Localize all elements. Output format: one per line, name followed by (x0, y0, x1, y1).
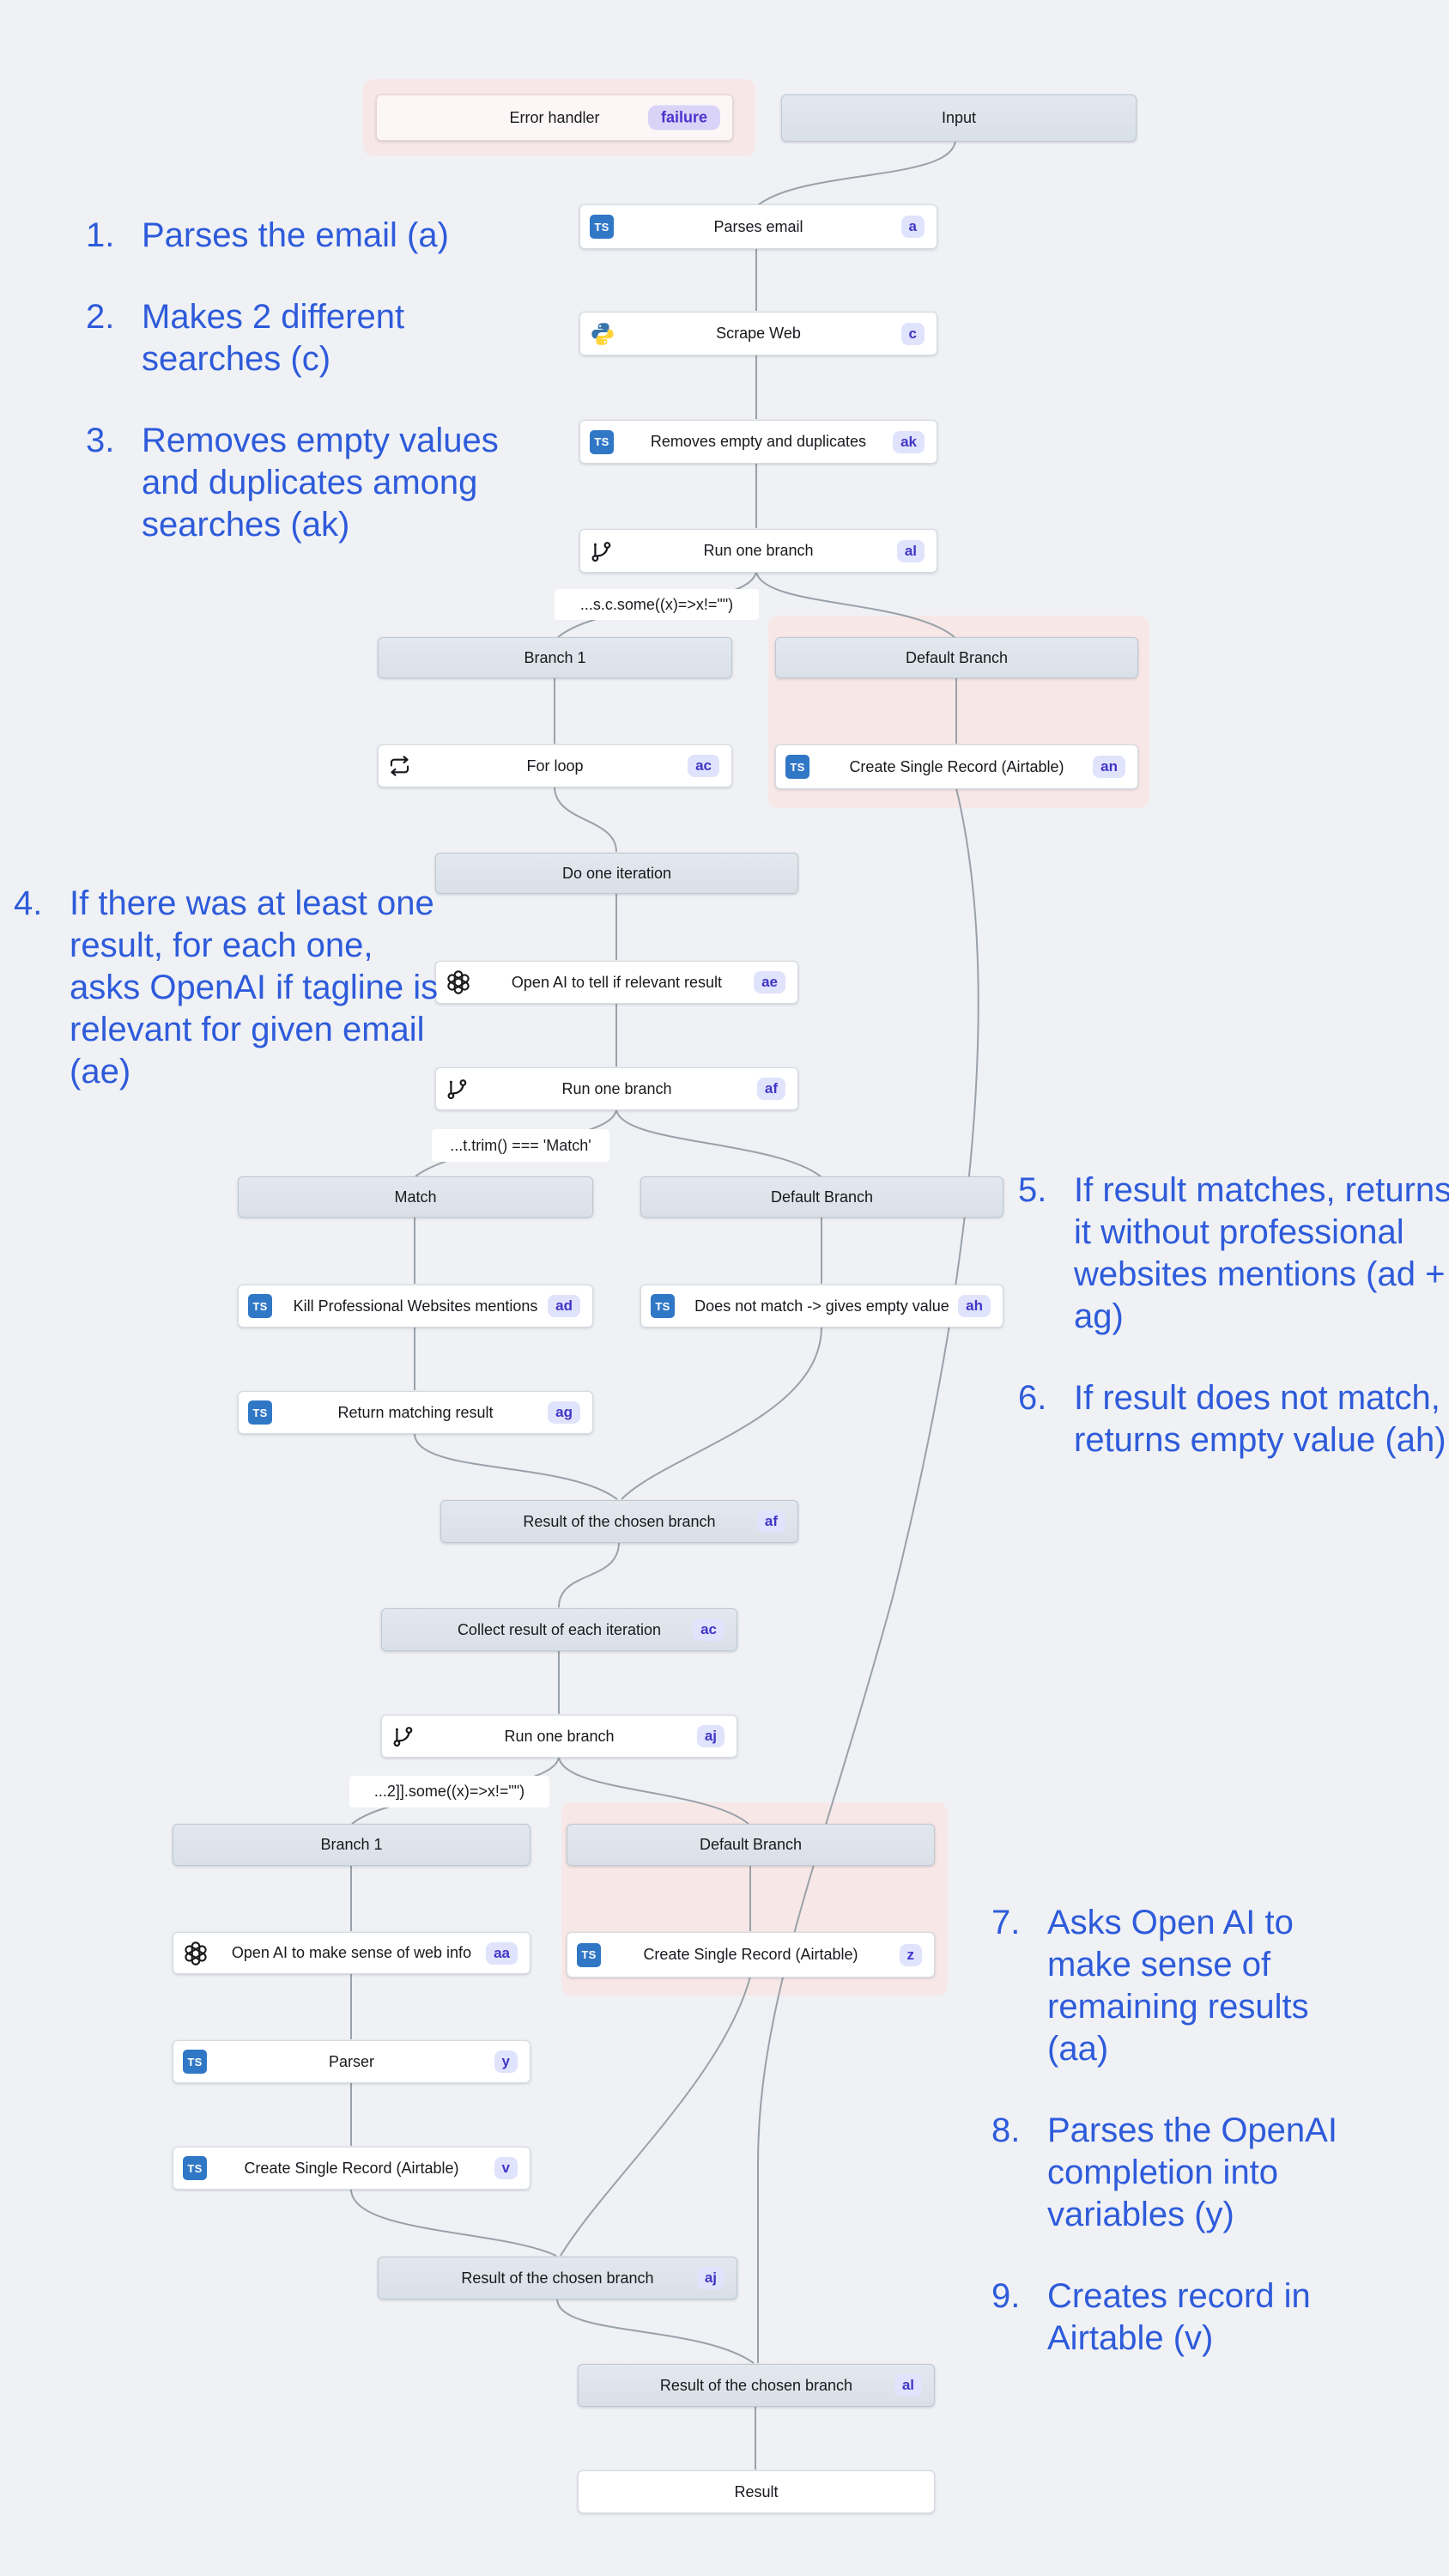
node-create-record-an[interactable]: TS Create Single Record (Airtable) an (775, 744, 1138, 789)
branch-condition-label: ...t.trim() === 'Match' (432, 1129, 609, 1162)
branch-condition-label: ...2]].some((x)=>x!="") (349, 1776, 549, 1807)
branch-condition-label: ...s.c.some((x)=>x!="") (555, 589, 759, 620)
node-scrape-web[interactable]: Scrape Web c (579, 312, 937, 355)
node-id-badge: aj (696, 1725, 724, 1747)
node-run-one-branch-al[interactable]: Run one branch al (579, 529, 937, 573)
git-branch-icon (391, 1724, 415, 1748)
node-return-matching-result[interactable]: TS Return matching result ag (238, 1391, 593, 1434)
edge (556, 2298, 755, 2364)
node-run-one-branch-aj[interactable]: Run one branch aj (381, 1715, 737, 1758)
edge (414, 1432, 618, 1500)
node-id-badge: c (900, 322, 925, 345)
header-branch-1-bottom[interactable]: Branch 1 (173, 1824, 530, 1866)
annotation-item: 8. Parses the OpenAI completion into var… (991, 2111, 1337, 2233)
header-result-chosen-branch-af[interactable]: Result of the chosen branch af (440, 1500, 798, 1543)
header-do-one-iteration[interactable]: Do one iteration (435, 853, 798, 894)
edge (554, 786, 617, 853)
git-branch-icon (590, 539, 614, 563)
node-id-badge: v (494, 2157, 518, 2179)
annotation-item: 9. Creates record in Airtable (v) (991, 2277, 1311, 2357)
typescript-icon: TS (651, 1294, 675, 1318)
node-id-badge: al (894, 2374, 922, 2397)
header-collect-results[interactable]: Collect result of each iteration ac (381, 1608, 737, 1651)
annotation-item: 1. Parses the email (a) (86, 216, 449, 254)
annotation-block-4: 7. Asks Open AI to make sense of remaini… (991, 1902, 1361, 2399)
node-id-badge: aj (696, 2267, 724, 2289)
typescript-icon: TS (590, 429, 614, 454)
header-default-branch-top[interactable]: Default Branch (775, 637, 1138, 678)
node-id-badge: aa (486, 1941, 518, 1965)
node-id-badge: ag (548, 1401, 580, 1424)
annotation-item: 3. Removes empty values and duplicates a… (86, 422, 499, 544)
typescript-icon: TS (183, 2156, 207, 2180)
node-id-badge: al (896, 539, 925, 562)
node-for-loop[interactable]: For loop ac (378, 744, 732, 787)
typescript-icon: TS (248, 1400, 272, 1425)
typescript-icon: TS (785, 755, 809, 779)
annotation-block-1: 1. Parses the email (a) 2. Makes 2 diffe… (86, 215, 532, 586)
node-id-badge: af (756, 1078, 785, 1100)
node-create-record-z[interactable]: TS Create Single Record (Airtable) z (567, 1932, 935, 1978)
annotation-item: 2. Makes 2 different searches (c) (86, 298, 405, 378)
edge (350, 2188, 557, 2257)
node-id-badge: ac (693, 1619, 724, 1641)
node-id-badge: ad (548, 1295, 580, 1317)
node-removes-empty-duplicates[interactable]: TS Removes empty and duplicates ak (579, 420, 937, 464)
typescript-icon: TS (183, 2050, 207, 2074)
header-result-chosen-branch-al[interactable]: Result of the chosen branch al (578, 2364, 935, 2407)
typescript-icon: TS (248, 1294, 272, 1318)
node-result[interactable]: Result (578, 2470, 935, 2513)
annotation-block-2: 4. If there was at least one result, for… (14, 883, 452, 1133)
header-default-branch-bottom[interactable]: Default Branch (567, 1824, 935, 1866)
node-create-record-v[interactable]: TS Create Single Record (Airtable) v (173, 2147, 530, 2190)
annotation-item: 4. If there was at least one result, for… (14, 884, 439, 1091)
node-openai-make-sense[interactable]: Open AI to make sense of web info aa (173, 1932, 530, 1974)
edge (560, 1976, 751, 2257)
edge (757, 139, 956, 206)
node-id-badge: a (900, 216, 925, 238)
edge (757, 787, 979, 2363)
header-match[interactable]: Match (238, 1176, 593, 1218)
failure-badge: failure (647, 105, 720, 131)
node-id-badge: z (899, 1943, 922, 1966)
header-default-branch-mid[interactable]: Default Branch (640, 1176, 1003, 1218)
annotation-item: 5. If result matches, returns it without… (1018, 1171, 1449, 1335)
node-id-badge: ac (688, 755, 719, 777)
openai-icon (183, 1941, 209, 1966)
node-id-badge: ae (754, 971, 785, 993)
node-id-badge: ak (893, 430, 925, 453)
typescript-icon: TS (590, 215, 614, 239)
repeat-loop-icon (388, 755, 411, 778)
annotation-item: 7. Asks Open AI to make sense of remaini… (991, 1904, 1309, 2068)
node-parser[interactable]: TS Parser y (173, 2040, 530, 2083)
edge (615, 1109, 822, 1177)
node-id-badge: y (494, 2050, 518, 2073)
edge (755, 570, 955, 638)
typescript-icon: TS (577, 1942, 601, 1967)
node-id-badge: ah (958, 1295, 991, 1317)
node-kill-professional-mentions[interactable]: TS Kill Professional Websites mentions a… (238, 1285, 593, 1327)
node-does-not-match[interactable]: TS Does not match -> gives empty value a… (640, 1285, 1003, 1327)
python-icon (590, 321, 615, 347)
edge (621, 1326, 822, 1500)
node-run-one-branch-af[interactable]: Run one branch af (435, 1067, 798, 1110)
node-input[interactable]: Input (781, 94, 1137, 142)
node-parses-email[interactable]: TS Parses email a (579, 204, 937, 249)
header-result-chosen-branch-aj[interactable]: Result of the chosen branch aj (378, 2257, 737, 2300)
edge (558, 1541, 620, 1608)
node-id-badge: an (1093, 756, 1125, 778)
annotation-block-3: 5. If result matches, returns it without… (1018, 1170, 1449, 1501)
header-branch-1-top[interactable]: Branch 1 (378, 637, 732, 678)
node-openai-relevant-result[interactable]: Open AI to tell if relevant result ae (435, 961, 798, 1004)
node-error-handler[interactable]: Error handler failure (376, 94, 733, 141)
annotation-item: 6. If result does not match, returns emp… (1018, 1379, 1446, 1459)
edge (558, 1756, 749, 1825)
node-id-badge: af (756, 1510, 785, 1533)
